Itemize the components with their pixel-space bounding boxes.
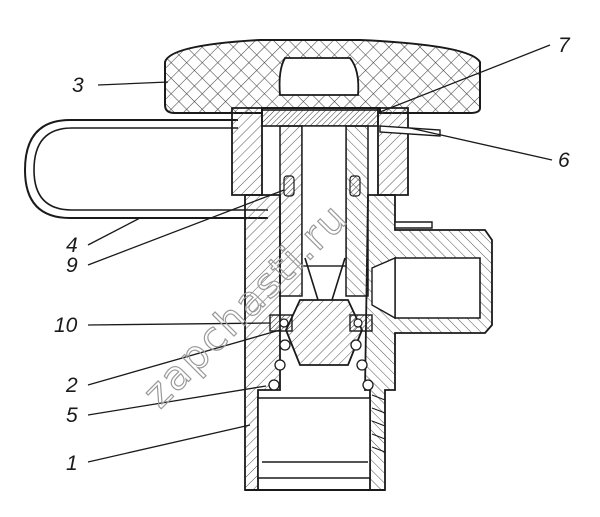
o-ring-seal <box>283 175 361 197</box>
locking-pin <box>379 125 441 229</box>
label-1: 1 <box>66 452 78 475</box>
label-2: 2 <box>65 374 78 397</box>
callout-labels: 3 7 6 4 9 10 2 5 1 <box>54 34 571 475</box>
gasket-ring <box>261 109 379 127</box>
label-9: 9 <box>66 254 78 277</box>
wire-bail <box>23 119 268 219</box>
handwheel-knob <box>164 39 481 114</box>
label-3: 3 <box>72 74 84 97</box>
spindle <box>279 125 369 297</box>
label-7: 7 <box>558 34 571 57</box>
leader-lines <box>87 44 553 463</box>
label-5: 5 <box>66 404 78 427</box>
label-4: 4 <box>66 234 78 257</box>
spring <box>268 339 374 391</box>
label-10: 10 <box>54 314 78 337</box>
label-6: 6 <box>558 149 570 172</box>
